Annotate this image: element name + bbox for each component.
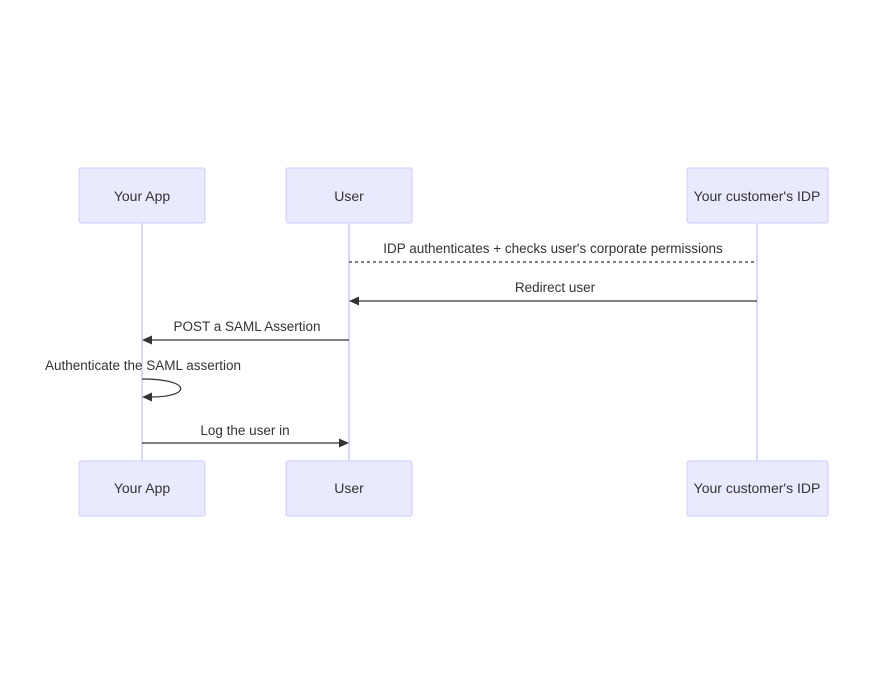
actor-idp-top: Your customer's IDP [686, 167, 829, 224]
message-label: POST a SAML Assertion [173, 319, 320, 334]
arrowhead [142, 392, 152, 402]
actor-label: Your App [114, 188, 171, 204]
actor-label: Your customer's IDP [694, 188, 821, 204]
arrowhead [142, 335, 152, 345]
arrowhead [339, 438, 349, 448]
actor-box [78, 460, 206, 517]
message-label: Authenticate the SAML assertion [45, 358, 241, 373]
actor-box [686, 460, 829, 517]
message-redirect-user: Redirect user [349, 280, 757, 306]
message-log-user-in: Log the user in [142, 423, 349, 448]
actor-box [686, 167, 829, 224]
actor-box [78, 167, 206, 224]
actor-idp-bottom: Your customer's IDP [686, 460, 829, 517]
actor-your-app-bottom: Your App [78, 460, 206, 517]
message-authenticate-saml-assertion: Authenticate the SAML assertion [45, 358, 241, 402]
self-loop-line [141, 378, 182, 398]
actor-user-top: User [285, 167, 413, 224]
actor-box [285, 167, 413, 224]
message-label: IDP authenticates + checks user's corpor… [383, 241, 723, 256]
actor-label: User [334, 188, 364, 204]
message-label: Redirect user [515, 280, 596, 295]
message-label: Log the user in [200, 423, 289, 438]
actor-label: User [334, 480, 364, 496]
message-post-saml-assertion: POST a SAML Assertion [142, 319, 349, 345]
message-idp-authenticates: IDP authenticates + checks user's corpor… [349, 241, 757, 263]
actor-your-app-top: Your App [78, 167, 206, 224]
actor-label: Your App [114, 480, 171, 496]
actor-label: Your customer's IDP [694, 480, 821, 496]
arrowhead [349, 296, 359, 306]
actor-user-bottom: User [285, 460, 413, 517]
actor-box [285, 460, 413, 517]
